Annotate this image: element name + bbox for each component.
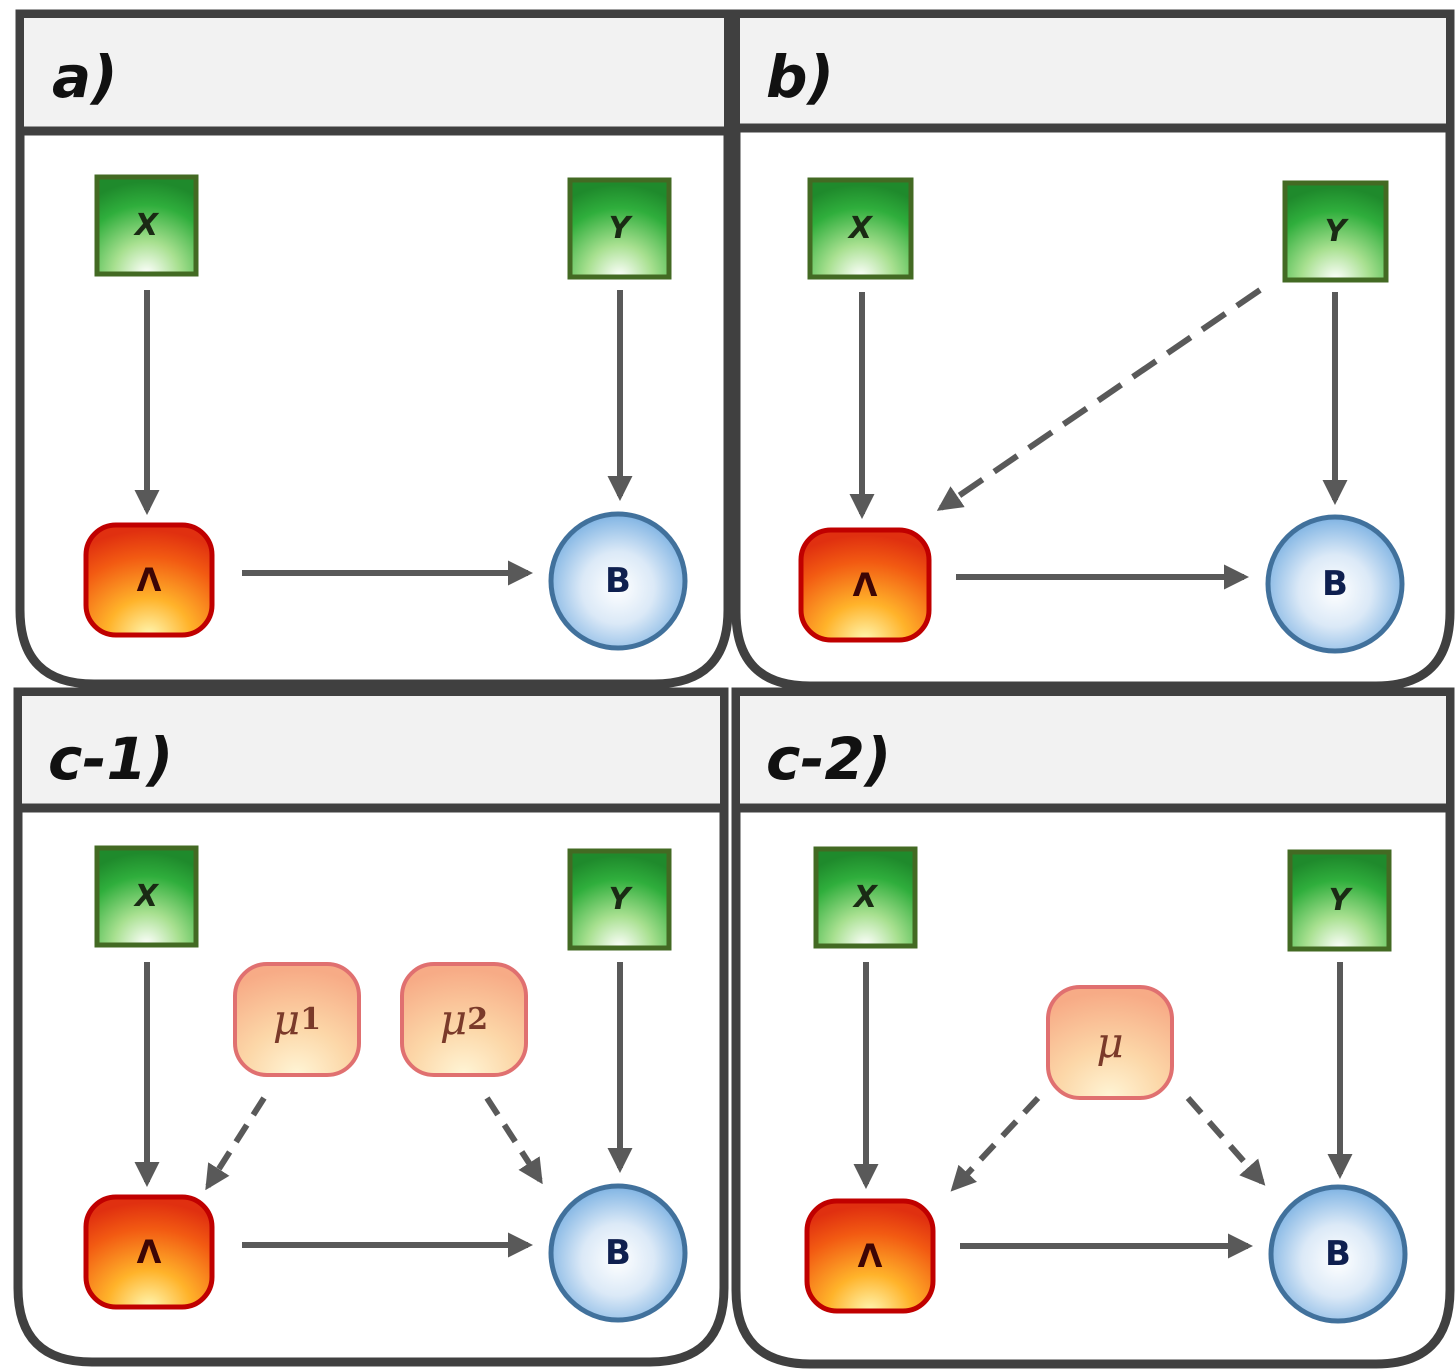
- node-b-circle: [548, 1183, 688, 1323]
- panel-a-header: [24, 18, 724, 130]
- panel-b-header: [740, 18, 1446, 128]
- node-y-box: [567, 177, 672, 280]
- arrow-y-to-lambda-dashed: [936, 287, 1262, 511]
- node-mu1-box: [233, 962, 361, 1077]
- node-mu-box: [1046, 985, 1174, 1100]
- node-b-circle: [1268, 1184, 1408, 1324]
- panel-c2-header: [740, 696, 1446, 808]
- panel-b-graphics: [731, 9, 1455, 691]
- node-y-box: [567, 848, 672, 951]
- panel-a-title: a): [52, 43, 118, 111]
- panel-c2: c-2) X Y μ Λ B: [726, 684, 1456, 1372]
- panel-b-title: b): [766, 43, 835, 111]
- node-y-box: [1282, 180, 1389, 283]
- arrow-mu2-to-b-dashed: [484, 1096, 543, 1185]
- node-b-circle: [1265, 514, 1405, 654]
- node-x-box: [94, 845, 199, 948]
- node-b-circle: [548, 511, 688, 651]
- node-lambda-box: [83, 522, 215, 638]
- panel-a-graphics: [15, 9, 733, 689]
- panel-c1-graphics: [13, 687, 729, 1367]
- arrow-mu-to-lambda-dashed: [950, 1095, 1041, 1192]
- node-lambda-box: [798, 527, 932, 643]
- node-x-box: [813, 846, 918, 949]
- node-x-box: [94, 174, 199, 277]
- node-y-box: [1287, 849, 1392, 952]
- panel-b: b) X Y Λ B: [726, 0, 1456, 691]
- node-mu2-box: [400, 962, 528, 1077]
- panel-c2-graphics: [731, 687, 1455, 1369]
- panel-c2-title: c-2): [766, 725, 892, 793]
- node-lambda-box: [804, 1198, 936, 1314]
- panel-a: a) X Y Λ B: [0, 0, 733, 690]
- node-lambda-box: [83, 1194, 215, 1310]
- panel-c1-header: [22, 696, 720, 808]
- arrow-mu1-to-lambda-dashed: [205, 1096, 267, 1191]
- node-x-box: [807, 177, 914, 280]
- panel-c1-title: c-1): [48, 725, 174, 793]
- panel-b-frame: [731, 9, 1455, 691]
- arrow-mu-to-b-dashed: [1185, 1096, 1266, 1186]
